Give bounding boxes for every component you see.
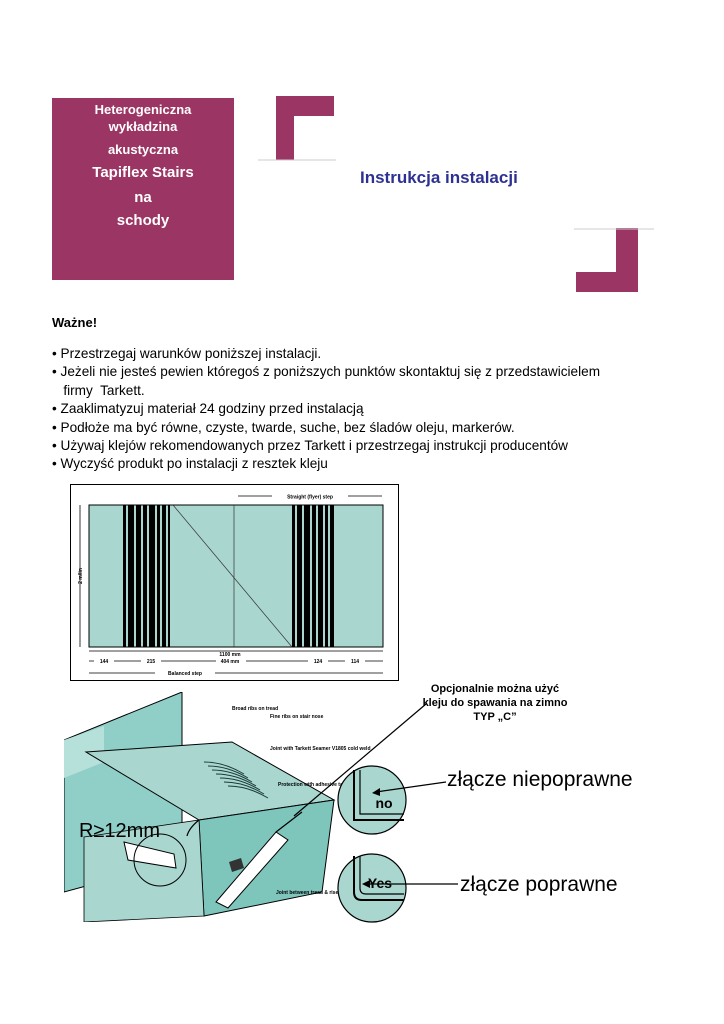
correct-arrow xyxy=(362,880,458,888)
note-leader-line xyxy=(293,703,427,817)
callout-text: Protection with adhesive tape xyxy=(278,782,349,788)
correct-joint-label: złącze poprawne xyxy=(460,873,618,896)
decorative-corner-bottom xyxy=(574,228,654,292)
list-item: firmy Tarkett. xyxy=(52,382,145,398)
page-heading: Instrukcja instalacji xyxy=(360,168,518,187)
incorrect-arrow xyxy=(372,781,447,796)
bottom-dimension-label: Balanced step xyxy=(168,671,202,677)
dimension-label: 144 xyxy=(100,659,109,665)
stair-installation-illustration: Broad ribs on tread Fine ribs on stair n… xyxy=(64,692,371,922)
title-line-5: na xyxy=(134,189,152,206)
incorrect-joint-detail: no xyxy=(337,765,407,835)
title-line-4: Tapiflex Stairs xyxy=(92,164,194,181)
total-width-label: 1100 mm xyxy=(219,652,241,658)
stair-layout-diagram: Straight (flyer) step 2 m/lin 1100 mm 14… xyxy=(70,484,399,681)
stripe-group-right xyxy=(292,505,334,647)
list-item: • Jeżeli nie jesteś pewien któregoś z po… xyxy=(52,364,601,380)
list-item: • Podłoże ma być równe, czyste, twarde, … xyxy=(52,419,515,435)
list-item: • Zaaklimatyzuj materiał 24 godziny prze… xyxy=(52,401,364,417)
note-line-3: TYP „C” xyxy=(473,711,517,723)
important-label: Ważne! xyxy=(52,315,98,330)
dimension-label: 114 xyxy=(351,659,359,665)
instructions-list: • Przestrzegaj warunków poniższej instal… xyxy=(52,345,672,474)
callout-text: Joint between tread & riser xyxy=(276,890,340,896)
correct-joint-detail: Yes xyxy=(337,853,407,923)
side-dimension-label: 2 m/lin xyxy=(78,568,84,584)
incorrect-joint-label: złącze niepoprawne xyxy=(447,768,633,791)
note-line-2: kleju do spawania na zimno xyxy=(422,697,568,709)
radius-label: R≥12mm xyxy=(79,820,160,842)
title-line-6: schody xyxy=(116,212,170,229)
product-title-box: Heterogeniczna wykładzina akustyczna Tap… xyxy=(52,98,234,280)
top-dimension-label: Straight (flyer) step xyxy=(287,495,333,501)
title-line-2: wykładzina xyxy=(108,119,178,134)
callout-text: Joint with Tarkett Seamer V1805 cold wel… xyxy=(270,746,371,752)
decorative-corner-top xyxy=(258,96,336,161)
optional-adhesive-note: Opcjonalnie można użyć kleju do spawania… xyxy=(410,682,580,724)
note-line-1: Opcjonalnie można użyć xyxy=(430,683,560,695)
dimension-label: 215 xyxy=(147,659,156,665)
title-line-3: akustyczna xyxy=(107,142,179,157)
list-item: • Używaj klejów rekomendowanych przez Ta… xyxy=(52,438,568,454)
stair-nose-ribs xyxy=(203,761,269,799)
title-line-1: Heterogeniczna xyxy=(94,102,192,117)
callout-text: Broad ribs on tread xyxy=(232,706,278,712)
callout-text: Fine ribs on stair nose xyxy=(270,714,324,720)
stripe-group-left xyxy=(123,505,170,647)
no-text: no xyxy=(375,795,392,811)
list-item: • Wyczyść produkt po instalacji z reszte… xyxy=(52,456,328,472)
dimension-label: 124 xyxy=(314,659,323,665)
list-item: • Przestrzegaj warunków poniższej instal… xyxy=(52,346,322,361)
yes-text: Yes xyxy=(368,875,392,891)
dimension-label: 404 mm xyxy=(221,659,240,665)
